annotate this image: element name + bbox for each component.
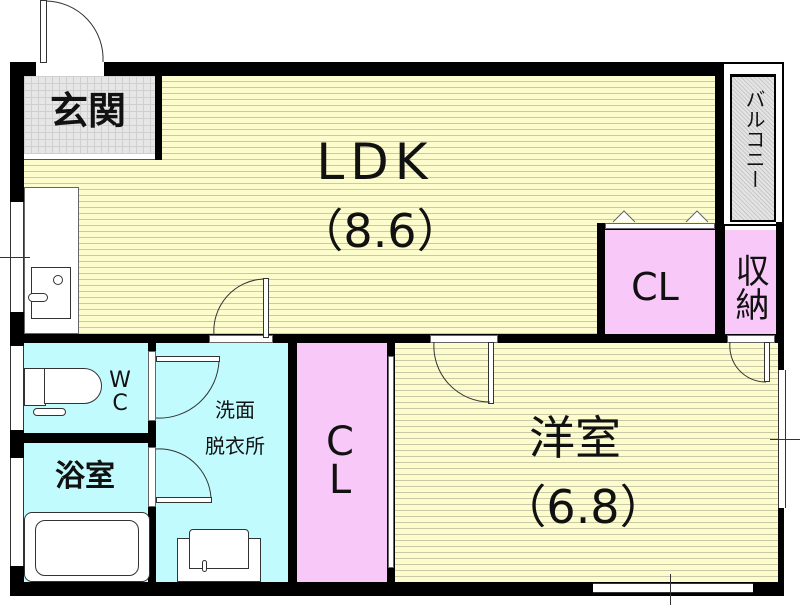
bath-door-leaf[interactable]: [156, 497, 212, 503]
window-mark: [770, 439, 800, 440]
entrance-label: 玄関: [49, 89, 126, 133]
washroom-right-wall: [288, 335, 297, 585]
outer-wall-top: [10, 62, 722, 76]
bathtub-inner: [35, 520, 139, 576]
entrance-door-opening: [36, 62, 104, 76]
balcony: バルコニー: [730, 74, 776, 222]
ldk-size: （8.6）: [297, 204, 463, 258]
storage-right-wall: [776, 222, 784, 342]
closet-vertical-doors[interactable]: [388, 356, 394, 568]
bottom-window[interactable]: [593, 583, 753, 593]
wc-label-w: W: [109, 368, 131, 393]
closet-vertical: [297, 343, 387, 582]
storage-door-opening: [727, 335, 775, 343]
toilet-control-icon: [33, 408, 66, 416]
toilet-bowl-icon: [44, 368, 102, 404]
western-room-size: （6.8）: [500, 480, 666, 534]
left-window-bath[interactable]: [10, 458, 24, 566]
storage-door-leaf[interactable]: [764, 342, 770, 382]
entrance-step: [24, 154, 158, 160]
bath-door-opening: [148, 447, 156, 507]
western-door-opening: [430, 335, 498, 343]
kitchen-tap-icon: [53, 275, 63, 285]
window-mark: [0, 257, 30, 258]
closet-ldk: [605, 230, 715, 335]
closet-ldk-label: CL: [631, 265, 679, 309]
closet-vertical-label-l: L: [328, 457, 352, 503]
storage: [725, 230, 778, 338]
wc-bath-wall: [10, 433, 155, 443]
washroom-door-leaf[interactable]: [263, 278, 269, 338]
left-window-wc[interactable]: [10, 346, 24, 430]
closet-vertical-label-c: C: [326, 419, 354, 465]
entrance-wall: [155, 76, 162, 160]
outer-wall-bottom: [10, 582, 782, 596]
entrance: [24, 76, 158, 154]
wc-label-c: C: [112, 391, 128, 416]
bathroom-label: 浴室: [55, 459, 115, 494]
kitchen-drain-icon: [28, 293, 48, 302]
western-door-leaf[interactable]: [488, 342, 494, 404]
vanity-tap-icon: [202, 560, 207, 572]
vanity-basin-icon: [189, 529, 249, 569]
western-room-label: 洋室: [529, 411, 621, 465]
balcony-label: バルコニー: [742, 89, 766, 189]
entrance-door-leaf[interactable]: [40, 0, 47, 63]
washroom-label-1: 洗面: [215, 398, 255, 422]
closet-ldk-doors[interactable]: [605, 223, 715, 229]
wc-door-opening: [148, 351, 156, 421]
window-mark: [670, 574, 671, 605]
western-room: [395, 343, 778, 582]
storage-label: 収納: [729, 253, 769, 321]
wc-door-leaf[interactable]: [156, 356, 220, 362]
washroom-door-opening: [209, 335, 273, 343]
washroom-label-2: 脱衣所: [205, 434, 265, 458]
ldk-label: LDK: [316, 133, 434, 191]
middle-wall: [10, 334, 784, 343]
ldk-right-wall: [715, 62, 725, 344]
